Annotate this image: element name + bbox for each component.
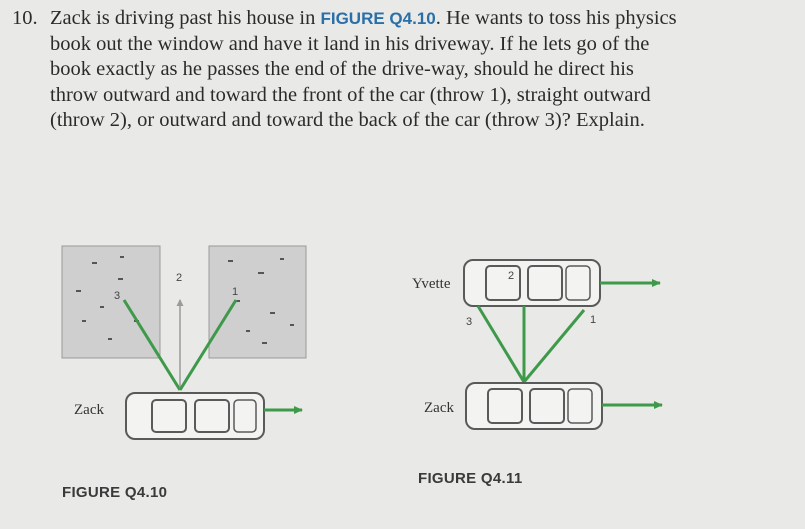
- problem-number: 10.: [12, 7, 38, 29]
- lawn-left: [61, 245, 161, 359]
- problem-text-after: . He wants to toss his physics book out …: [50, 7, 677, 131]
- zack-car-q410: [125, 392, 265, 440]
- zack-car-q411: [465, 382, 603, 430]
- caption-q410: FIGURE Q4.10: [62, 484, 168, 501]
- caption-q411: FIGURE Q4.11: [418, 470, 523, 487]
- figure-q410: [61, 245, 307, 440]
- yvette-car: [463, 259, 601, 307]
- throw-label-3-q410: 3: [114, 290, 121, 302]
- driver-label-zack-q411: Zack: [424, 400, 454, 416]
- throw-label-1-q410: 1: [232, 286, 239, 298]
- throw-label-2-q410: 2: [176, 272, 183, 284]
- figure-q411: [463, 259, 663, 430]
- throw-label-3-q411: 3: [466, 316, 473, 328]
- lawn-right: [208, 245, 307, 359]
- driver-label-yvette: Yvette: [412, 276, 451, 292]
- problem-text-before: Zack is driving past his house in: [50, 7, 321, 29]
- throw-label-1-q411: 1: [590, 314, 597, 326]
- throw-label-2-q411: 2: [508, 270, 515, 282]
- figure-reference: FIGURE Q4.10: [320, 9, 436, 28]
- problem-text: Zack is driving past his house in FIGURE…: [50, 6, 680, 134]
- driver-label-zack-q410: Zack: [74, 402, 104, 418]
